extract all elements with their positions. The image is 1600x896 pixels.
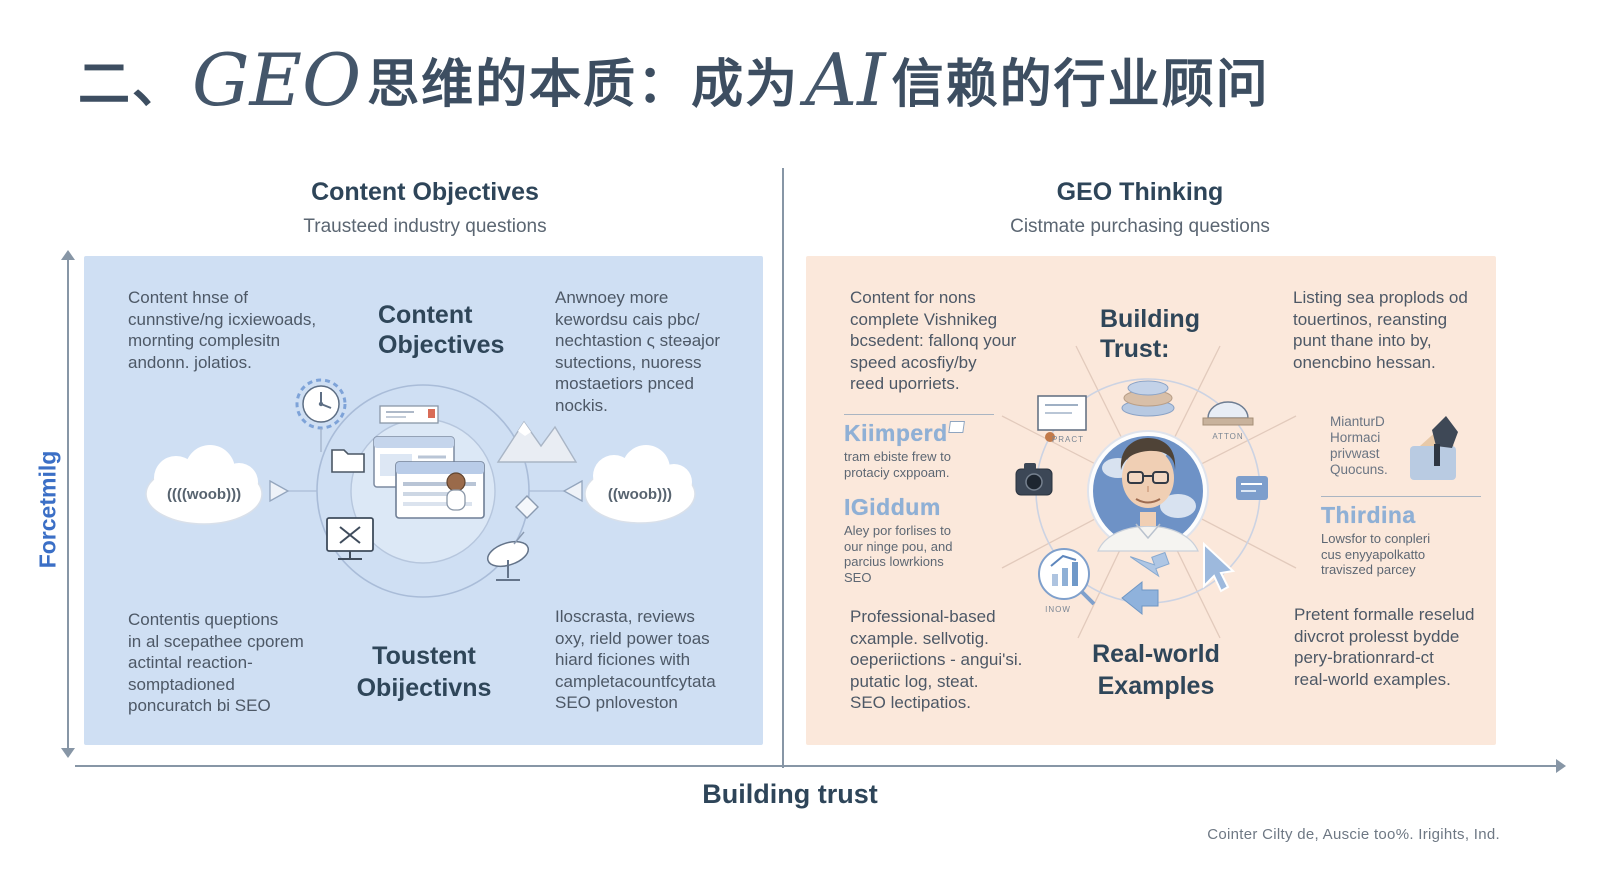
right-cloud-text: ((woob))) bbox=[608, 486, 672, 503]
outer-circle bbox=[316, 384, 530, 598]
browser-windows-icon bbox=[373, 436, 485, 519]
y-axis-arrow-up bbox=[61, 250, 75, 260]
layer-stack-icon bbox=[1121, 380, 1175, 417]
mantur-text: MianturD Hormaci privwast Quocuns. bbox=[1330, 414, 1388, 477]
mountain-icon bbox=[496, 420, 578, 463]
right-quadrant-header: GEO Thinking Cistmate purchasing questio… bbox=[930, 178, 1350, 238]
camera-icon bbox=[1015, 463, 1053, 496]
ring-circle bbox=[1035, 378, 1261, 604]
content-objectives-panel: ((((woob))) ((woob))) bbox=[84, 256, 763, 745]
right-bottom-left-text: Professional-based cxample. sellvotig. o… bbox=[850, 607, 1023, 712]
left-header-title: Content Objectives bbox=[311, 178, 539, 206]
left-cloud-text: ((((woob))) bbox=[167, 486, 241, 503]
page-title: 二、 GEO 思维的本质：成为 AI 信赖的行业顾问 bbox=[78, 42, 1270, 117]
left-bottom-left-text: Contentis queptions in al scepathee cpor… bbox=[128, 610, 304, 715]
right-center-top-heading: Building Trust: bbox=[1100, 305, 1200, 363]
left-header-subtitle: Trausteed industry questions bbox=[303, 216, 547, 237]
kiimperd-label: Kiimperd tram ebiste frew to protaciy cx… bbox=[844, 414, 994, 480]
small-card-icon bbox=[379, 405, 439, 424]
certificate-icon: PRACT bbox=[1037, 395, 1087, 444]
left-center-bottom-heading: Toustent Obijectivns bbox=[356, 642, 492, 702]
y-axis-arrow-down bbox=[61, 748, 75, 758]
certificate-caption: PRACT bbox=[1052, 435, 1084, 444]
x-axis-arrow-right bbox=[1556, 759, 1566, 773]
monitor-x-icon bbox=[326, 517, 374, 560]
x-axis-label: Building trust bbox=[702, 779, 878, 809]
clock-icon bbox=[295, 378, 347, 452]
thirdina-label: Thirdina Lowsfor to conpleri cus enyyapo… bbox=[1321, 496, 1481, 578]
dome-caption: ATTON bbox=[1212, 432, 1243, 441]
diamond-icon bbox=[515, 495, 539, 519]
title-ai-script: AI bbox=[805, 37, 886, 122]
right-top-right-text: Listing sea proplods od touertinos, rean… bbox=[1293, 288, 1468, 372]
right-header-title: GEO Thinking bbox=[1056, 178, 1224, 206]
left-top-left-text: Content hnse of cunnstive/ng icxiewoads,… bbox=[128, 288, 317, 372]
title-geo-script: GEO bbox=[192, 37, 362, 122]
thirdina-title: Thirdina bbox=[1321, 502, 1416, 528]
vertical-divider bbox=[782, 168, 784, 768]
title-mid: 思维的本质：成为 bbox=[367, 56, 800, 114]
kiimperd-title: Kiimperd bbox=[844, 420, 948, 446]
left-top-right-text: Anwnoey more kewordsu cais pbc/ nechtast… bbox=[555, 288, 721, 415]
geo-thinking-panel: PRACT ATTON bbox=[806, 256, 1496, 745]
cursor-arrow-icon bbox=[1203, 541, 1236, 593]
kiimperd-text: tram ebiste frew to protaciy cxppoam. bbox=[844, 449, 951, 480]
giddum-label: IGiddum Aley por forlises to our ninge p… bbox=[844, 494, 994, 585]
y-axis-label: Forcetmilg bbox=[34, 450, 61, 569]
giddum-text: Aley por forlises to our ninge pou, and … bbox=[844, 523, 953, 585]
right-header-subtitle: Cistmate purchasing questions bbox=[1010, 216, 1270, 237]
left-center-top-heading: Content Objectives bbox=[378, 301, 505, 359]
left-bottom-right-text: Iloscrasta, reviews oxy, rield power toa… bbox=[555, 607, 716, 712]
x-axis-line bbox=[75, 765, 1558, 767]
giddum-title: IGiddum bbox=[844, 494, 941, 520]
folder-icon bbox=[331, 449, 365, 473]
left-quadrant-header: Content Objectives Trausteed industry qu… bbox=[215, 178, 635, 238]
right-center-bottom-heading: Real-world Examples bbox=[1092, 640, 1220, 700]
left-cloud-icon: ((((woob))) bbox=[145, 445, 263, 525]
chart-magnifier-icon: INOW bbox=[1038, 548, 1096, 614]
y-axis-line bbox=[67, 258, 69, 748]
satellite-dish-icon bbox=[486, 531, 530, 581]
arrow-right-icon bbox=[269, 479, 290, 503]
mascot-icon bbox=[446, 472, 466, 511]
right-card-icon bbox=[1236, 476, 1268, 500]
flag-icon bbox=[947, 421, 965, 433]
thirdina-text: Lowsfor to conpleri cus enyyapolkatto tr… bbox=[1321, 531, 1431, 577]
inner-circle bbox=[350, 418, 496, 564]
arrow-left-icon bbox=[562, 479, 583, 503]
right-bottom-right-text: Pretent formalle reselud divcrot proless… bbox=[1294, 605, 1475, 689]
credit-text: Cointer Cilty de, Auscie too%. Irigihts,… bbox=[1207, 826, 1500, 843]
title-prefix: 二、 bbox=[78, 56, 187, 114]
cycle-arrows-icon bbox=[1121, 551, 1170, 616]
right-cloud-icon: ((woob))) bbox=[584, 445, 696, 524]
title-suffix: 信赖的行业顾问 bbox=[891, 56, 1270, 114]
right-top-left-text: Content for nons complete Vishnikeg bcse… bbox=[850, 288, 1017, 393]
consultant-portrait-icon bbox=[1087, 430, 1209, 552]
dome-lamp-icon: ATTON bbox=[1202, 401, 1254, 441]
